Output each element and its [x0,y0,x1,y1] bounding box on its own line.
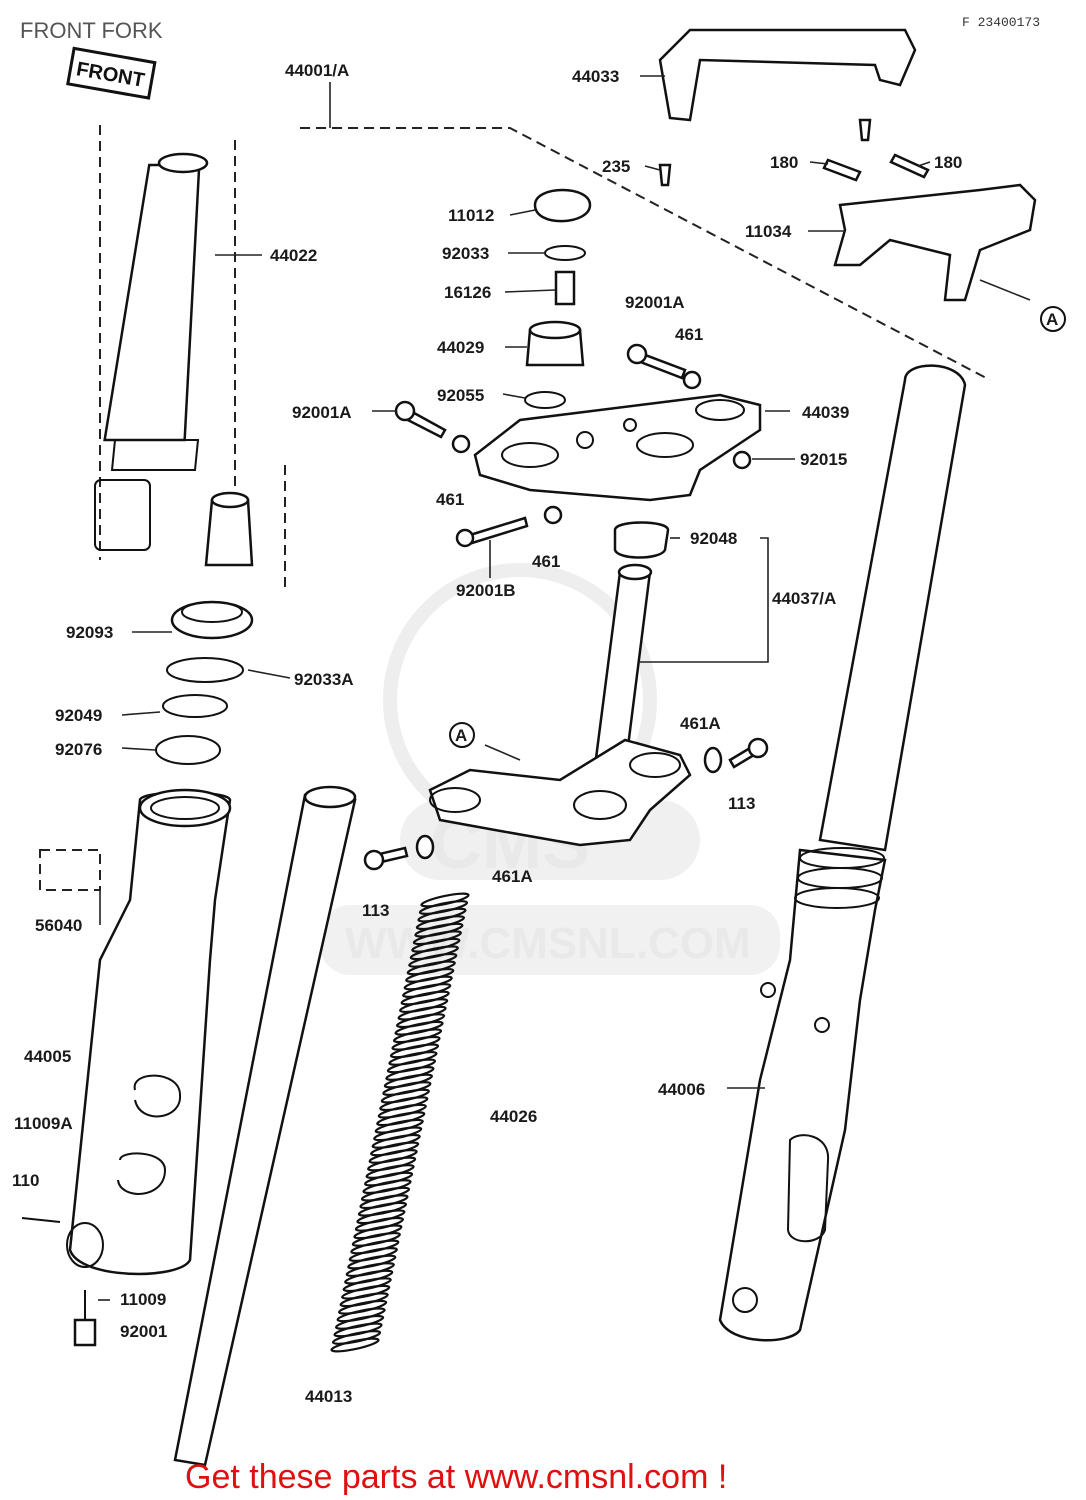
part-label: 113 [728,794,755,813]
outer-tube-left [66,788,232,1276]
part-label: 461 [675,325,703,344]
part-label: 44029 [437,338,484,357]
part-label: 44033 [572,67,619,86]
nut-461-lower [543,505,563,525]
part-label: A [1046,310,1058,329]
part-label: 92015 [800,450,847,469]
bolt-180-b [889,153,930,179]
part-label: 92093 [66,623,113,642]
assembly-boundary [99,125,991,590]
part-label: 92049 [55,706,102,725]
part-label: 44001/A [285,61,349,80]
fork-spacer [204,498,254,567]
part-label: 44039 [802,403,849,422]
top-cap-stack [524,188,592,409]
part-label: 461A [492,867,533,886]
drain-bolt [73,1318,97,1347]
bearing-92048 [613,521,670,559]
steering-stem [428,563,692,847]
part-label: 56040 [35,916,82,935]
upper-bracket [473,393,762,502]
part-label: 16126 [444,283,491,302]
reference-a-right [1040,306,1066,332]
part-labels: 44001/A 44033 235 180 180 11034 A 11012 … [12,61,1058,1406]
part-label: 11009 [120,1290,166,1309]
part-label: 235 [602,157,630,176]
part-label: 461 [532,552,560,571]
watermark-url: WWW.CMSNL.COM [345,919,751,968]
spring-coil [330,1337,380,1353]
part-label: 44006 [658,1080,705,1099]
part-label: 180 [934,153,962,172]
footer-cta[interactable]: Get these parts at www.cmsnl.com ! [185,1458,727,1496]
label-plate [39,849,101,891]
fork-brace [658,28,917,122]
bolt-92001b [468,516,529,545]
part-label: 180 [770,153,798,172]
nut-461-left [451,434,471,454]
part-label: 11034 [745,222,792,241]
part-label: 113 [362,901,389,920]
brake-hose-bracket [833,183,1037,302]
part-label: 92076 [55,740,102,759]
inner-tube-left [94,152,209,551]
part-label: 92001 [120,1322,167,1341]
part-label: 44026 [490,1107,537,1126]
page-title: FRONT FORK [20,18,163,43]
washer-461a-left [415,834,435,860]
part-label: 92033A [294,670,354,689]
reference-a-left [449,722,475,748]
front-badge: FRONT [66,46,157,100]
leader-lines [98,75,1031,1301]
part-label: 44037/A [772,589,836,608]
part-label: 110 [12,1171,39,1190]
diagram-code: F 23400173 [962,15,1040,30]
part-label: 92001B [456,581,516,600]
part-label: 11009A [14,1114,73,1133]
part-label: 92001A [625,293,685,312]
part-label: 92055 [437,386,484,405]
nut-461-upper [682,370,702,390]
part-label: 44022 [270,246,317,265]
part-label: A [455,726,467,745]
part-label: 461A [680,714,721,733]
part-label: 11012 [448,206,494,225]
part-label: 44013 [305,1387,352,1406]
nut-92015 [732,450,752,470]
bolt-180-a [822,158,862,182]
part-label: 461 [436,490,464,509]
seal-stack [155,600,254,765]
part-label: 92048 [690,529,737,548]
washer-461a-right [703,746,723,774]
bolt-235 [658,163,672,187]
bolt-180-top [858,118,872,142]
part-label: 92033 [442,244,489,263]
fork-spring [330,892,470,1353]
part-label: 44005 [24,1047,71,1066]
fork-leg-right [718,364,967,1342]
part-label: 92001A [292,403,352,422]
